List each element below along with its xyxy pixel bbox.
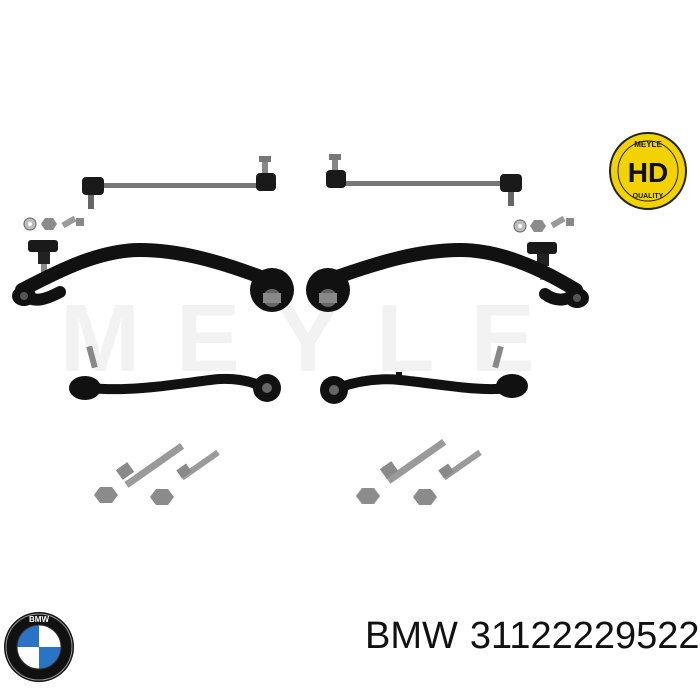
brand-name: BMW [365, 615, 458, 657]
badge-brand: MEYLE [634, 140, 662, 149]
upper-control-arm-right [306, 242, 589, 312]
bolts-right [356, 439, 482, 505]
lower-control-arm-left [69, 345, 281, 402]
meyle-hd-badge: MEYLE HD QUALITY [609, 132, 687, 210]
bmw-logo-letters: BMW [29, 615, 49, 624]
bolts-left [94, 443, 220, 505]
lower-control-arm-right [320, 345, 528, 404]
stabilizer-link-left [82, 156, 276, 209]
hardware-right-small [513, 215, 574, 233]
stabilizer-link-right [326, 154, 522, 206]
bmw-logo: BMW [4, 612, 74, 682]
badge-grade: HD [628, 157, 668, 188]
upper-control-arm-left [12, 242, 294, 312]
part-number: 31122229522 [469, 615, 700, 657]
hardware-left-small [23, 215, 84, 231]
part-caption: BMW 31122229522 [365, 606, 700, 666]
badge-label: QUALITY [633, 193, 664, 200]
